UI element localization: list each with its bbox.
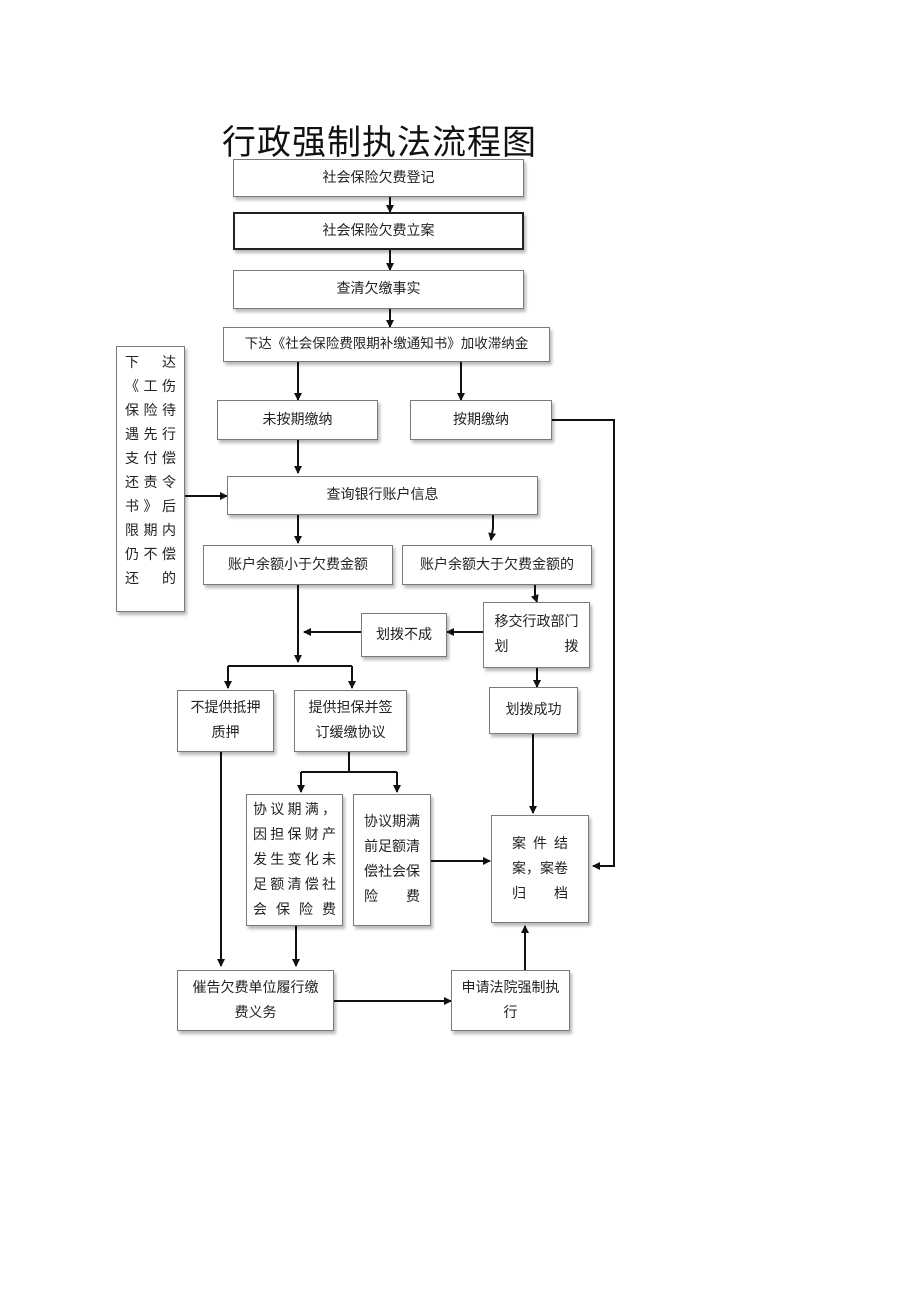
node-balance-less: 账户余额小于欠费金额	[203, 545, 393, 585]
node-court: 申请法院强制执行	[451, 970, 570, 1031]
node-notice-label: 下达《社会保险费限期补缴通知书》加收滞纳金	[244, 336, 529, 352]
node-case-filing: 社会保险欠费立案	[233, 212, 524, 250]
node-transfer-success-label: 划拨成功	[505, 702, 562, 718]
node-register-label: 社会保险欠费登记	[322, 169, 435, 186]
node-notice: 下达《社会保险费限期补缴通知书》加收滞纳金	[223, 327, 550, 362]
node-urge: 催告欠费单位履行缴费义务	[177, 970, 334, 1031]
node-transfer-fail-label: 划拨不成	[376, 626, 432, 643]
arrow-more-to-transfer	[530, 585, 539, 603]
node-provide-guarantee: 提供担保并签订缓缴协议	[294, 690, 407, 752]
node-case-closed-label: 案件结案，案卷归档	[512, 835, 568, 902]
node-balance-more: 账户余额大于欠费金额的	[402, 545, 592, 585]
node-investigate: 查清欠缴事实	[233, 270, 524, 309]
node-transfer-success: 划拨成功	[489, 687, 578, 734]
page-title: 行政强制执法流程图	[222, 123, 537, 163]
node-case-filing-label: 社会保险欠费立案	[322, 222, 435, 239]
node-investigate-label: 查清欠缴事实	[336, 281, 421, 297]
node-register: 社会保险欠费登记	[233, 159, 524, 197]
node-court-label: 申请法院强制执行	[461, 979, 560, 1021]
node-transfer-dept: 移交行政部门划拨	[483, 602, 590, 668]
node-balance-more-label: 账户余额大于欠费金额的	[420, 556, 574, 573]
node-paid-on-time-label: 按期缴纳	[453, 411, 509, 428]
node-urge-label: 催告欠费单位履行缴费义务	[192, 979, 319, 1021]
node-agreement-paid-label: 协议期满前足额清偿社会保险费	[364, 814, 420, 905]
node-no-collateral-label: 不提供抵押质押	[190, 700, 261, 741]
node-provide-guarantee-label: 提供担保并签订缓缴协议	[308, 700, 393, 741]
node-agreement-expired-label: 协议期满，因担保财产发生变化未足额清偿社会保险费	[253, 801, 336, 918]
node-side-order: 下 达《工伤保险待遇先行支付偿还责令书》后限期内仍不偿还的	[116, 346, 185, 612]
node-side-order-label: 下 达《工伤保险待遇先行支付偿还责令书》后限期内仍不偿还的	[125, 355, 176, 587]
node-not-paid: 未按期缴纳	[217, 400, 378, 440]
node-no-collateral: 不提供抵押质押	[177, 690, 274, 752]
node-transfer-fail: 划拨不成	[361, 613, 447, 657]
node-agreement-expired: 协议期满，因担保财产发生变化未足额清偿社会保险费	[246, 794, 343, 926]
node-case-closed: 案件结案，案卷归档	[491, 815, 589, 923]
node-balance-less-label: 账户余额小于欠费金额	[228, 556, 368, 573]
arrow-query-to-more	[488, 515, 497, 541]
node-agreement-paid: 协议期满前足额清偿社会保险费	[353, 794, 431, 926]
arrow-paid-to-closed	[552, 419, 615, 870]
node-paid-on-time: 按期缴纳	[410, 400, 552, 440]
node-transfer-dept-label: 移交行政部门划拨	[494, 614, 579, 655]
node-query-bank: 查询银行账户信息	[227, 476, 538, 515]
node-not-paid-label: 未按期缴纳	[262, 411, 333, 428]
node-query-bank-label: 查询银行账户信息	[326, 487, 439, 503]
